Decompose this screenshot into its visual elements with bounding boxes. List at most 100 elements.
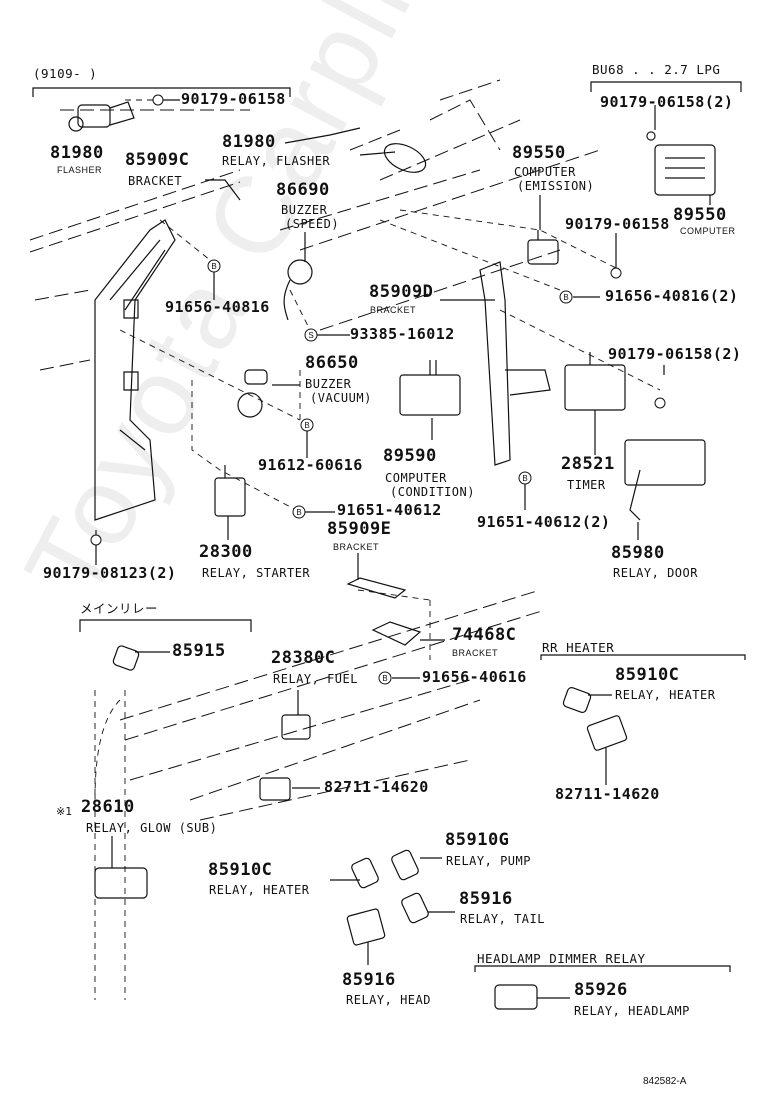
- bolt-icon: [293, 506, 305, 518]
- part-number[interactable]: 85910C: [615, 665, 680, 685]
- group-bracket-lpg: [591, 82, 741, 92]
- buzzer-vacuum-shape: [238, 393, 262, 417]
- part-number[interactable]: 28300: [199, 542, 253, 562]
- group-label-rr-heater: RR HEATER: [542, 640, 615, 655]
- part-desc: RELAY, HEADLAMP: [574, 1004, 690, 1018]
- part-desc: RELAY, GLOW (SUB): [86, 821, 218, 835]
- part-desc: BRACKET: [452, 648, 499, 658]
- bracket-74468c-shape: [373, 622, 420, 645]
- relay-fuel-shape: [282, 715, 310, 739]
- part-desc: BUZZER: [281, 203, 328, 217]
- bolt-icon: [208, 260, 220, 272]
- computer-emission-shape: [528, 240, 558, 264]
- part-number[interactable]: 86650: [305, 353, 359, 373]
- part-number[interactable]: 85980: [611, 543, 665, 563]
- bracket-85909d-shape: [480, 262, 510, 465]
- part-number[interactable]: 85909E: [327, 519, 392, 539]
- nut-icon: [91, 535, 101, 545]
- part-desc: BUZZER: [305, 377, 352, 391]
- part-number[interactable]: 91656-40816(2): [605, 287, 739, 305]
- part-desc: (CONDITION): [390, 485, 475, 499]
- part-desc: (EMISSION): [517, 179, 595, 193]
- part-number[interactable]: 82711-14620: [555, 785, 660, 803]
- connector-82711-a-shape: [260, 778, 290, 800]
- part-number[interactable]: 91612-60616: [258, 456, 363, 474]
- bracket-85909c-shape: [95, 220, 175, 520]
- note-mark: ※1: [56, 805, 73, 818]
- washer-icon: [153, 95, 163, 105]
- screw-mark: S: [308, 331, 313, 340]
- bolt-mark: B: [304, 421, 309, 430]
- part-number[interactable]: 86690: [276, 180, 330, 200]
- part-number[interactable]: 28380C: [271, 648, 336, 668]
- part-number[interactable]: 90179-06158: [181, 90, 286, 108]
- part-number[interactable]: 91651-40612: [337, 501, 442, 519]
- part-number[interactable]: 89550: [673, 205, 727, 225]
- screw-icon: [305, 329, 317, 341]
- part-number[interactable]: 89550: [512, 143, 566, 163]
- part-desc: TIMER: [567, 478, 606, 492]
- part-number[interactable]: 91651-40612(2): [477, 513, 611, 531]
- part-number[interactable]: 90179-06158: [565, 215, 670, 233]
- relay-flasher-shape: [380, 138, 430, 178]
- part-number[interactable]: 90179-08123(2): [43, 564, 177, 582]
- computer-lpg-shape: [655, 145, 715, 195]
- relay-heater-shape: [350, 857, 379, 889]
- nut-icon: [611, 268, 621, 278]
- part-desc: COMPUTER: [514, 165, 576, 179]
- part-desc: FLASHER: [57, 165, 103, 175]
- relay-head-shape: [347, 908, 386, 945]
- part-desc: RELAY, HEATER: [209, 883, 310, 897]
- part-number[interactable]: 85910G: [445, 830, 510, 850]
- group-label-lpg: BU68 . . 2.7 LPG: [592, 62, 721, 77]
- part-number[interactable]: 93385-16012: [350, 325, 455, 343]
- bolt-icon: [560, 291, 572, 303]
- bolt-mark: B: [211, 262, 216, 271]
- group-label-headlamp-dimmer: HEADLAMP DIMMER RELAY: [477, 951, 646, 966]
- group-bracket-flasher: [33, 88, 290, 97]
- part-desc: (VACUUM): [310, 391, 372, 405]
- group-bracket-main-relay: [80, 620, 251, 632]
- part-desc: RELAY, HEAD: [346, 993, 431, 1007]
- part-number[interactable]: 91656-40816: [165, 298, 270, 316]
- part-number[interactable]: 85915: [172, 641, 226, 661]
- computer-condition-shape: [400, 375, 460, 415]
- part-number[interactable]: 81980: [222, 132, 276, 152]
- part-number[interactable]: 90179-06158(2): [600, 93, 734, 111]
- buzzer-speed-shape: [288, 260, 312, 284]
- part-number[interactable]: 85910C: [208, 860, 273, 880]
- part-number[interactable]: 85916: [342, 970, 396, 990]
- bolt-mark: B: [563, 293, 568, 302]
- part-number[interactable]: 28610: [81, 797, 135, 817]
- part-number[interactable]: 74468C: [452, 625, 517, 645]
- bolt-mark: B: [522, 474, 527, 483]
- part-number[interactable]: 90179-06158(2): [608, 345, 742, 363]
- part-number[interactable]: 85926: [574, 980, 628, 1000]
- relay-85915-shape: [112, 645, 140, 671]
- relay-heater-rr-shape: [562, 686, 591, 713]
- part-number[interactable]: 82711-14620: [324, 778, 429, 796]
- relay-starter-shape: [215, 478, 245, 516]
- part-desc: COMPUTER: [385, 471, 447, 485]
- part-number[interactable]: 85909C: [125, 150, 190, 170]
- bolt-mark: B: [382, 674, 387, 683]
- bracket-85909e-shape: [348, 578, 405, 598]
- relay-tail-shape: [400, 892, 429, 924]
- part-number[interactable]: 85909D: [369, 282, 434, 302]
- bolt-mark: B: [296, 508, 301, 517]
- part-desc: RELAY, FLASHER: [222, 154, 331, 168]
- bolt-icon: [301, 419, 313, 431]
- part-desc: RELAY, FUEL: [273, 672, 358, 686]
- part-number[interactable]: 81980: [50, 143, 104, 163]
- part-number[interactable]: 91656-40616: [422, 668, 527, 686]
- part-number[interactable]: 28521: [561, 454, 615, 474]
- relay-pump-shape: [390, 849, 419, 881]
- part-number[interactable]: 89590: [383, 446, 437, 466]
- relay-glow-shape: [95, 868, 147, 898]
- part-desc: RELAY, HEATER: [615, 688, 716, 702]
- group-bracket-headlamp-dimmer: [475, 966, 730, 972]
- relay-door-shape: [625, 440, 705, 485]
- part-number[interactable]: 85916: [459, 889, 513, 909]
- nut-icon: [647, 132, 655, 140]
